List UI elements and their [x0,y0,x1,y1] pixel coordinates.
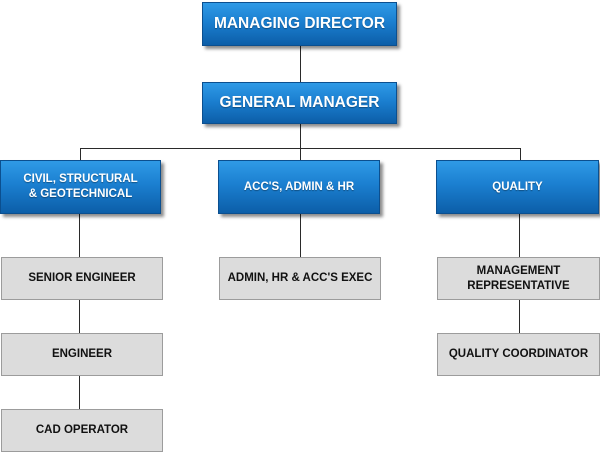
dept-quality-box: QUALITY [436,160,599,214]
connector-bus-acc [300,148,301,160]
engineer-box: ENGINEER [1,333,163,376]
cad-operator-box: CAD OPERATOR [1,409,163,452]
connector-gm-bus [300,124,301,148]
general-manager-box: GENERAL MANAGER [202,82,397,124]
connector-civil-senior [79,214,80,257]
connector-md-gm [300,46,301,82]
admin-hr-accounts-exec-box: ADMIN, HR & ACC'S EXEC [219,257,381,300]
connector-bus-quality [520,148,521,160]
connector-quality-mr [519,214,520,257]
connector-acc-exec [300,214,301,257]
dept-civil-structural-geotechnical-box: CIVIL, STRUCTURAL & GEOTECHNICAL [0,160,161,214]
quality-coordinator-box: QUALITY COORDINATOR [437,333,600,376]
connector-senior-engineer [79,300,80,333]
connector-bus-civil [80,148,81,160]
managing-director-box: MANAGING DIRECTOR [202,2,397,46]
senior-engineer-box: SENIOR ENGINEER [1,257,163,300]
connector-engineer-cad [79,376,80,409]
connector-mr-qc [519,300,520,333]
management-representative-box: MANAGEMENT REPRESENTATIVE [437,257,600,300]
dept-accounts-admin-hr-box: ACC'S, ADMIN & HR [218,160,380,214]
